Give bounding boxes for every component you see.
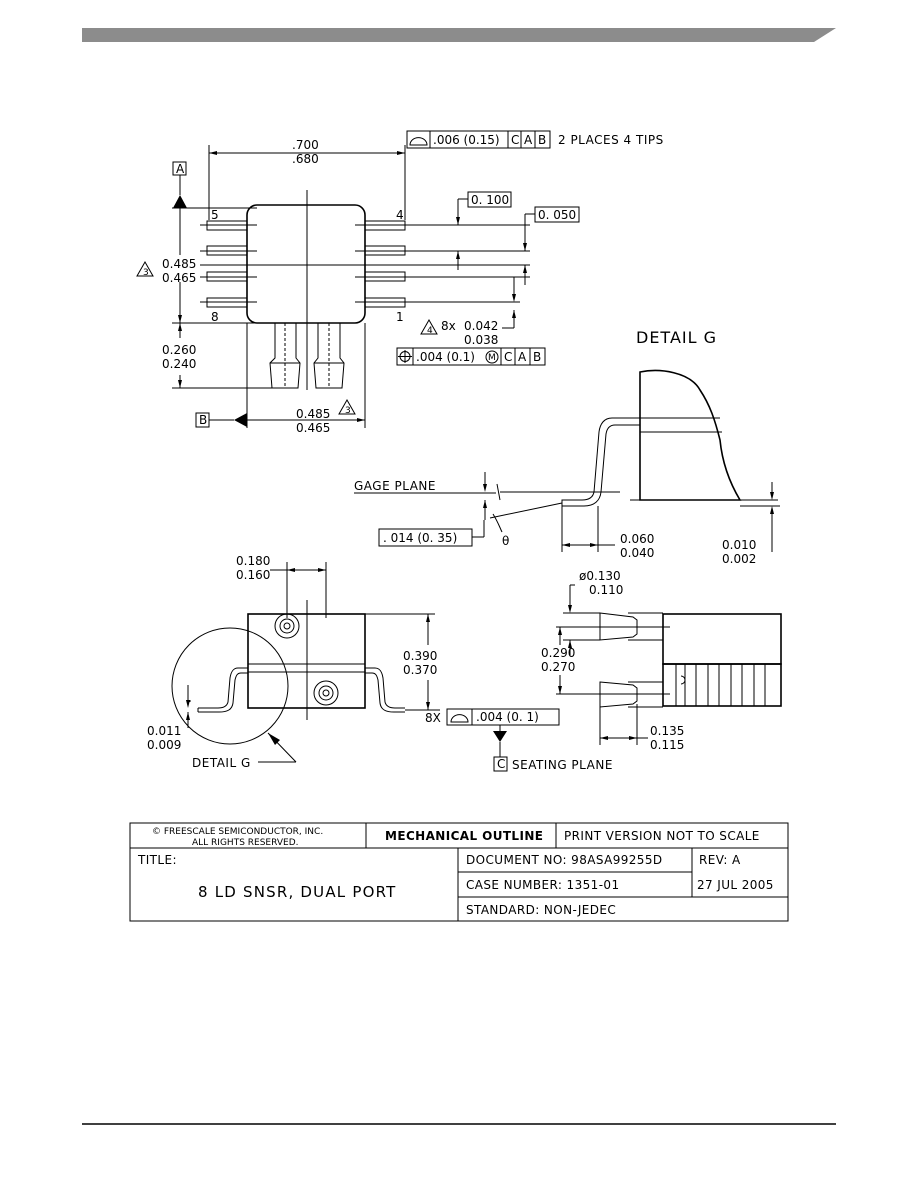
package-body — [246, 204, 366, 324]
copyright-line-2: ALL RIGHTS RESERVED. — [192, 838, 299, 848]
foot-min: 0.040 — [620, 546, 654, 560]
detail-g-view: DETAIL G GAGE PLANE . 014 (0. 35) θ 0.06… — [354, 328, 780, 566]
profile-surface-icon-2 — [450, 714, 469, 723]
body-w-max: 0.485 — [296, 407, 330, 421]
gage-plane-label: GAGE PLANE — [354, 479, 436, 493]
coplanarity-frame: .004 (0. 1) — [446, 708, 560, 726]
pos-modifier: M — [488, 353, 496, 363]
width-min: .680 — [292, 152, 319, 166]
pin-1: 1 — [396, 310, 404, 324]
stand-max: 0.010 — [722, 538, 756, 552]
right-leads — [355, 220, 530, 308]
port-d-min: 0.110 — [589, 583, 623, 597]
port-pitch-max: 0.290 — [541, 646, 575, 660]
seating-plane-label: SEATING PLANE — [512, 758, 613, 772]
document-number: DOCUMENT NO: 98ASA99255D — [466, 853, 663, 867]
lead-t-min: 0.009 — [147, 738, 181, 752]
title-label: TITLE: — [137, 853, 177, 867]
ports — [269, 323, 345, 389]
header-bar — [82, 28, 836, 42]
profile-ref-c: C — [511, 133, 519, 147]
body-w-min: 0.465 — [296, 421, 330, 435]
profile-surface-icon — [409, 137, 428, 146]
body-h-min: 0.465 — [162, 271, 196, 285]
pin-8: 8 — [211, 310, 219, 324]
detail-lead — [561, 417, 640, 507]
port-len-min: 0.115 — [650, 738, 684, 752]
profile-tol: .006 (0.15) — [433, 133, 500, 147]
detail-body-outline — [639, 369, 742, 501]
front-port-top — [274, 613, 300, 639]
case-number: CASE NUMBER: 1351-01 — [466, 878, 620, 892]
pos-tol: .004 (0.1) — [416, 350, 475, 364]
print-version-label: PRINT VERSION NOT TO SCALE — [564, 829, 760, 843]
detail-g-circle — [171, 627, 289, 745]
datum-c-triangle — [493, 731, 507, 742]
detail-g-callout: DETAIL G — [192, 756, 251, 770]
coplanarity-tol: .004 (0. 1) — [476, 710, 539, 724]
height-min: 0.370 — [403, 663, 437, 677]
lead-count: 8x — [441, 319, 456, 333]
lead-w-min: 0.038 — [464, 333, 498, 347]
profile-tolerance-frame: .006 (0.15) C A B 2 PLACES 4 TIPS — [406, 130, 664, 149]
side-leads — [675, 663, 766, 707]
pitch-value: 0. 100 — [471, 193, 509, 207]
profile-ref-a: A — [524, 133, 533, 147]
standard: STANDARD: NON-JEDEC — [466, 903, 616, 917]
left-leads — [200, 220, 257, 308]
detail-g-title: DETAIL G — [636, 328, 717, 347]
port-max: 0.260 — [162, 343, 196, 357]
top-view: .700 .680 .006 (0.15) C A B 2 PLACES 4 T… — [136, 130, 664, 435]
theta-label: θ — [502, 534, 509, 548]
pin-5: 5 — [211, 208, 219, 222]
gage-value: . 014 (0. 35) — [383, 531, 457, 545]
position-tolerance-frame: .004 (0.1) M C A B — [396, 347, 546, 366]
port-len-max: 0.135 — [650, 724, 684, 738]
port-d-max: ø0.130 — [579, 569, 621, 583]
pos-ref-b: B — [533, 350, 541, 364]
lead-w-max: 0.042 — [464, 319, 498, 333]
lead-t-max: 0.011 — [147, 724, 181, 738]
datum-a-triangle — [173, 195, 187, 208]
port-pitch-min: 0.270 — [541, 660, 575, 674]
profile-ref-b: B — [538, 133, 546, 147]
revision-date: 27 JUL 2005 — [697, 878, 774, 892]
profile-note: 2 PLACES 4 TIPS — [558, 133, 664, 147]
title-block: © FREESCALE SEMICONDUCTOR, INC. ALL RIGH… — [129, 822, 789, 922]
copyright-line-1: © FREESCALE SEMICONDUCTOR, INC. — [152, 827, 323, 837]
side-body — [662, 613, 782, 665]
datum-b: B — [199, 413, 207, 427]
front-view: 0.180 0.160 0.011 0.009 DETAIL G — [147, 554, 613, 772]
pin-4: 4 — [396, 208, 404, 222]
height-max: 0.390 — [403, 649, 437, 663]
pos-ref-a: A — [518, 350, 527, 364]
width-max: .700 — [292, 138, 319, 152]
datum-b-triangle — [234, 413, 247, 427]
coplanarity-count: 8X — [425, 711, 441, 725]
note-3-bottom: 3 — [345, 406, 351, 416]
front-port-bottom — [313, 680, 339, 706]
offset-max: 0.180 — [236, 554, 270, 568]
lead-ref-value: 0. 050 — [538, 208, 576, 222]
note-3-left: 3 — [143, 268, 149, 278]
revision: REV: A — [699, 853, 741, 867]
mechanical-outline-label: MECHANICAL OUTLINE — [385, 829, 543, 843]
body-h-max: 0.485 — [162, 257, 196, 271]
foot-max: 0.060 — [620, 532, 654, 546]
offset-min: 0.160 — [236, 568, 270, 582]
note-4: 4 — [427, 326, 433, 336]
stand-min: 0.002 — [722, 552, 756, 566]
datum-c: C — [497, 757, 505, 771]
datum-a: A — [176, 162, 185, 176]
port-min: 0.240 — [162, 357, 196, 371]
side-view: ø0.130 0.110 0.290 0.270 — [541, 569, 782, 752]
title-value: 8 LD SNSR, DUAL PORT — [198, 883, 396, 901]
pos-ref-c: C — [504, 350, 512, 364]
